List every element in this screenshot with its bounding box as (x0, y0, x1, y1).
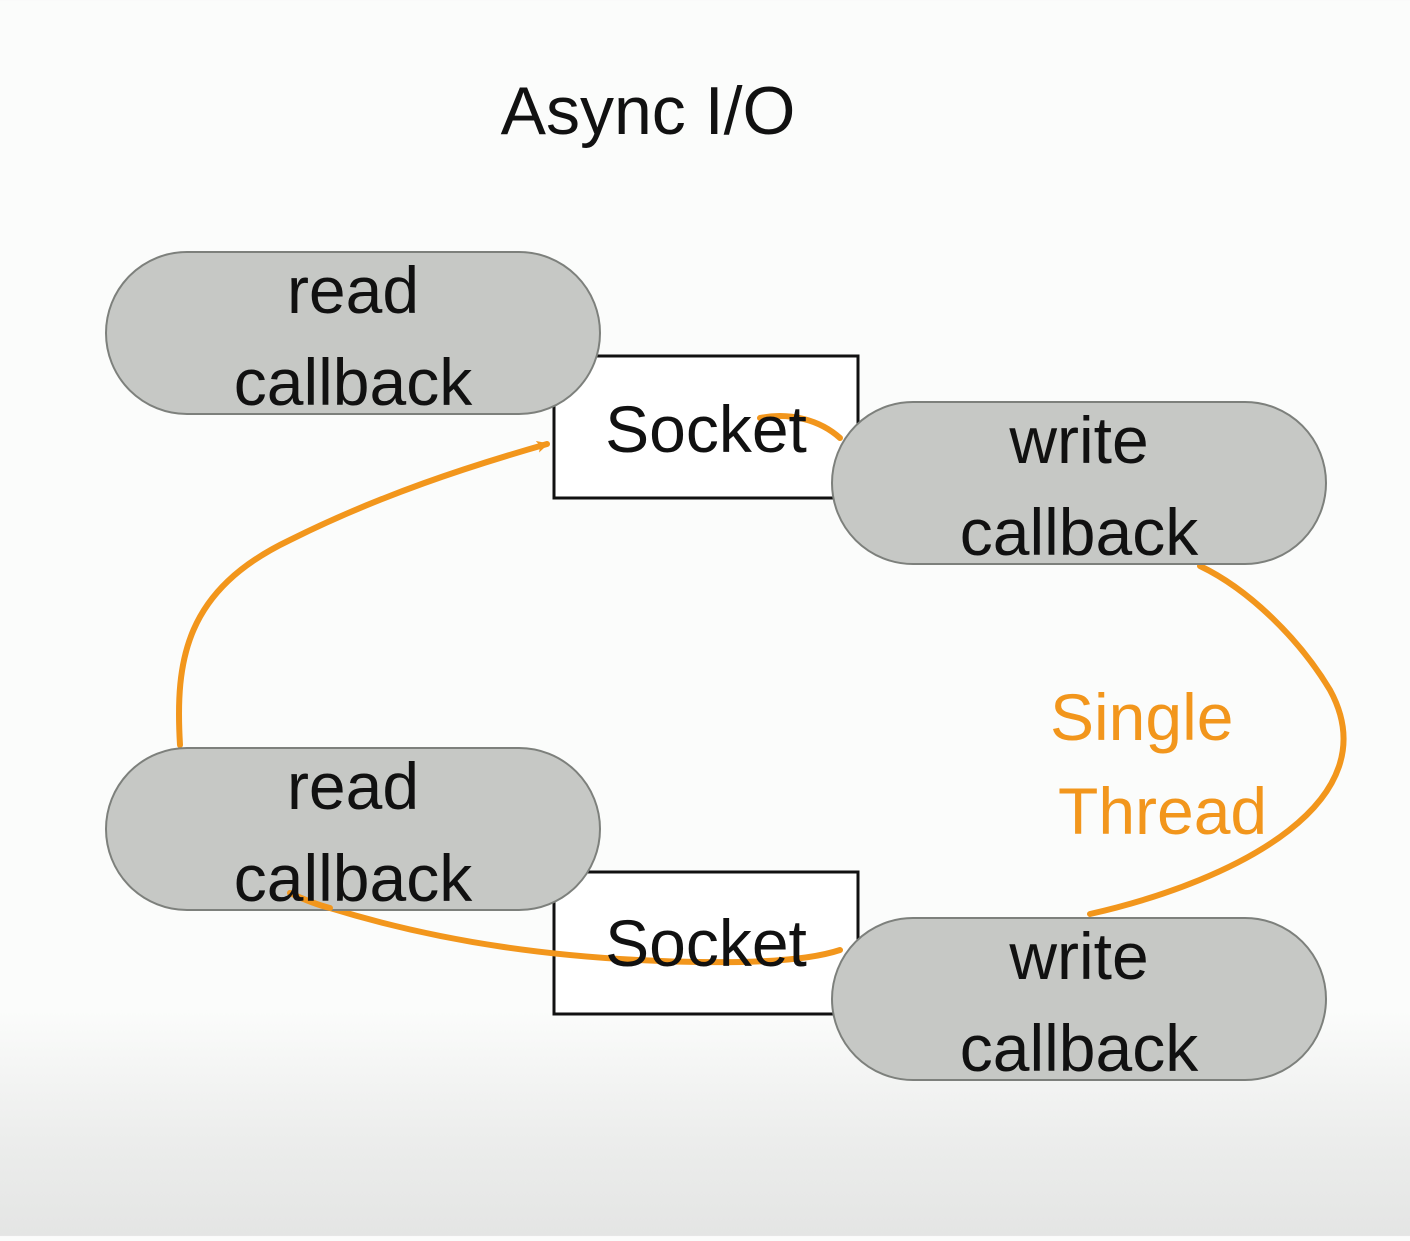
read-callback-bottom-line2: callback (234, 841, 473, 915)
read-callback-top-line1: read (287, 253, 419, 327)
thread-path-right-loop (1087, 563, 1347, 917)
thread-path-top-socket (757, 413, 843, 441)
read-callback-bottom-pill (105, 747, 601, 911)
socket-top-box (552, 354, 860, 500)
single-thread-label-line1: Single (1050, 680, 1233, 754)
write-callback-top-pill (831, 401, 1327, 565)
single-thread-label-line2: Thread (1058, 774, 1267, 848)
thread-arrow-left (175, 440, 550, 748)
thread-path-bottom-socket (327, 905, 843, 966)
socket-bottom-label: Socket (605, 906, 807, 980)
write-callback-bottom-line2: callback (960, 1011, 1199, 1085)
read-callback-top-line2: callback (234, 345, 473, 419)
write-callback-top-line2: callback (960, 495, 1199, 569)
thread-path-bottom-read-exit (287, 890, 333, 911)
write-callback-bottom-pill (831, 917, 1327, 1081)
write-callback-top-line1: write (1008, 403, 1148, 477)
diagram-title: Async I/O (501, 73, 796, 149)
socket-bottom-box (552, 870, 860, 1016)
read-callback-top-pill (105, 251, 601, 415)
socket-top-label: Socket (605, 392, 807, 466)
read-callback-bottom-line1: read (287, 749, 419, 823)
write-callback-bottom-line1: write (1008, 919, 1148, 993)
